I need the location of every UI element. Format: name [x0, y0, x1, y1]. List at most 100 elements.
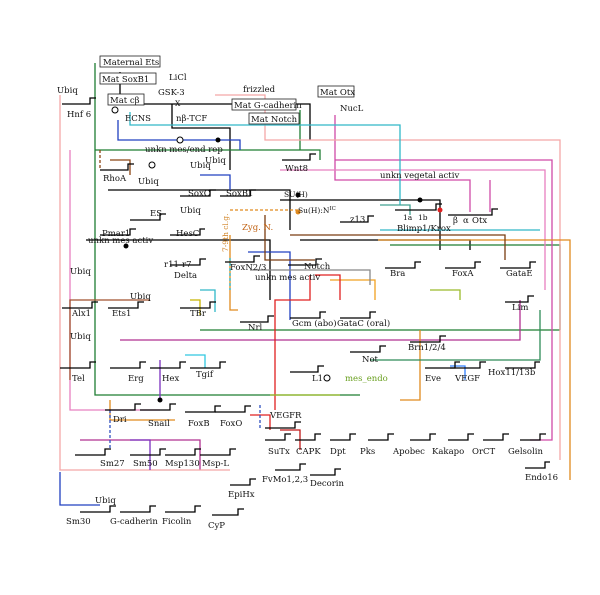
gene-fvmo: FvMo1,2,3 — [262, 475, 308, 485]
gene-sm30: Sm30 — [66, 517, 91, 527]
gene-rhoa: RhoA — [103, 174, 127, 184]
gene-hesc: HesC — [176, 229, 199, 239]
gene-dri: Dri — [113, 415, 127, 425]
gene-foxn23: FoxN2/3 — [230, 263, 266, 273]
gsk3-label: GSK-3 — [158, 88, 185, 98]
gene-gcad: G-cadherin — [110, 517, 158, 527]
unkn-mes-activ-label: unkn mes activ — [88, 236, 153, 246]
gene-blimp-1b: 1b — [418, 213, 428, 222]
gene-sutx: SuTx — [268, 447, 290, 457]
gene-nrl: Nrl — [248, 323, 263, 333]
gene-pks: Pks — [360, 447, 375, 457]
ubiq-label-5: Ubiq — [180, 206, 201, 216]
gene-tgif: Tgif — [196, 370, 214, 380]
gene-wnt8: Wnt8 — [285, 164, 308, 174]
gene-gatac: GataC (oral) — [337, 318, 390, 329]
gene-soxc: SoxC — [188, 189, 210, 199]
gene-lim: Lim — [512, 303, 528, 313]
gene-sm27: Sm27 — [100, 459, 125, 469]
gene-l1: L1 — [312, 374, 323, 384]
frizzled-label: frizzled — [243, 85, 276, 95]
gene-notch: Notch — [304, 262, 331, 272]
gene-sm50: Sm50 — [133, 459, 158, 469]
gene-z13: z13 — [350, 215, 365, 225]
gene-not: Not — [362, 355, 379, 365]
suhnic-label: Su(H):NIC — [298, 206, 336, 215]
mat-ets-label: Maternal Ets — [103, 58, 159, 68]
gene-pmar1: Pmar1 — [102, 229, 130, 239]
mat-notch-label: Mat Notch — [251, 115, 298, 125]
gene-ets1: Ets1 — [112, 309, 131, 319]
gene-hex: Hex — [162, 374, 179, 384]
gene-vegfr: VEGFR — [269, 411, 302, 421]
gene-capk: CAPK — [296, 447, 321, 457]
x-label: X — [175, 99, 181, 108]
gene-labels: Hnf 6 Wnt8 RhoA SoxC SoxB1 ES HesC Pmar1… — [66, 110, 558, 531]
unkn-mes-activ-2-label: unkn mes activ — [255, 273, 320, 283]
ubiq-label-4: Ubiq — [138, 177, 159, 187]
gene-soxb1: SoxB1 — [226, 189, 253, 199]
gene-decorin: Decorin — [310, 479, 345, 489]
gene-r11: r11 — [164, 260, 179, 270]
gene-otx: Otx — [472, 216, 487, 226]
maternal-inputs: Maternal Ets Mat SoxB1 Mat cβ Mat G-cadh… — [99, 55, 355, 125]
gene-brn: Brn1/2/4 — [408, 343, 446, 353]
gene-gelsolin: Gelsolin — [508, 447, 543, 457]
gene-mspl: Msp-L — [202, 459, 229, 469]
ubiq-label-1: Ubiq — [57, 86, 78, 96]
gene-symbols — [60, 97, 550, 516]
mes-endo-label: mes_endo — [345, 374, 388, 384]
gene-epihx: EpiHx — [228, 490, 255, 500]
gene-snail: Snail — [148, 419, 170, 429]
gene-eve: Eve — [425, 374, 441, 384]
gene-gatae: GataE — [506, 269, 533, 279]
gene-foxa: FoxA — [452, 269, 474, 279]
gene-cyp: CyP — [208, 521, 225, 531]
gene-msp130: Msp130 — [165, 459, 200, 469]
gene-apobec: Apobec — [392, 447, 425, 457]
gene-erg: Erg — [128, 374, 144, 384]
mat-otx-label: Mat Otx — [320, 88, 355, 98]
gene-gcm: Gcm (abo) — [292, 318, 337, 329]
ubiq-label-7: Ubiq — [130, 292, 151, 302]
gene-otx-alpha: α — [463, 216, 469, 226]
gene-foxb: FoxB — [188, 419, 210, 429]
gene-kakapo: Kakapo — [432, 447, 464, 457]
nucl-label: NucL — [340, 104, 364, 114]
gene-dpt: Dpt — [330, 447, 346, 457]
signal-labels: LiCl GSK-3 frizzled X ECNS nβ-TCF NucL u… — [57, 73, 459, 506]
gene-alx1: Alx1 — [71, 309, 91, 319]
unkn-mes-end-rep-label: unkn mes/end rep — [145, 145, 223, 155]
gene-blimp-1a: 1a — [403, 213, 413, 222]
gene-endo16: Endo16 — [525, 473, 558, 483]
cleavage-label: 7-9th cl.g. — [221, 214, 230, 252]
gene-ficolin: Ficolin — [162, 517, 192, 527]
gene-tel: Tel — [72, 374, 85, 384]
gene-es: ES — [150, 209, 162, 219]
unkn-vegetal-activ-label: unkn vegetal activ — [380, 171, 459, 181]
gene-delta: Delta — [174, 271, 197, 281]
ubiq-label-3: Ubiq — [205, 156, 226, 166]
licl-label: LiCl — [169, 73, 187, 83]
gene-tbr: TBr — [190, 309, 207, 319]
gene-vegf: VEGF — [454, 374, 480, 384]
network-wiring — [59, 63, 571, 506]
zygn-label: Zyg. N. — [242, 223, 273, 233]
ubiq-label-8: Ubiq — [70, 332, 91, 342]
nbtcf-label: nβ-TCF — [176, 114, 207, 124]
mat-cb-label: Mat cβ — [110, 96, 140, 106]
mat-soxb1-label: Mat SoxB1 — [102, 75, 149, 85]
ubiq-label-6: Ubiq — [70, 267, 91, 277]
suh-label: SU(H) — [284, 190, 308, 199]
gene-orct: OrCT — [472, 447, 496, 457]
ecns-label: ECNS — [125, 114, 151, 124]
gene-foxo: FoxO — [220, 419, 242, 429]
gene-hnf6: Hnf 6 — [67, 110, 91, 120]
gene-blimp: Blimp1/Krox — [397, 224, 451, 234]
gene-hox: Hox11/13b — [488, 368, 536, 378]
gene-bra: Bra — [390, 269, 405, 279]
gene-otx-beta: β — [453, 216, 458, 226]
mat-gcadherin-label: Mat G-cadherin — [234, 101, 302, 111]
ubiq-label-9: Ubiq — [95, 496, 116, 506]
